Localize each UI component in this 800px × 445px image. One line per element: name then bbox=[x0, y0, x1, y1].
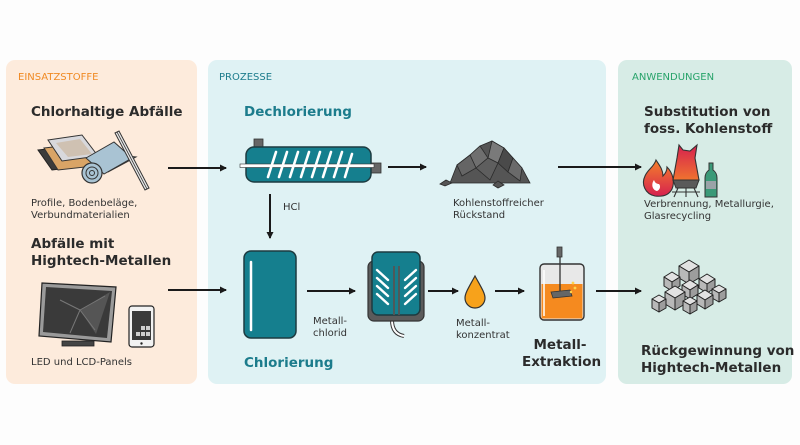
metal-chloride-caption-line2: chlorid bbox=[313, 328, 347, 339]
furnace-icon bbox=[672, 143, 700, 198]
carbon-residue-caption: Kohlenstoffreicher Rückstand bbox=[453, 198, 544, 222]
section-label-inputs: EINSATZSTOFFE bbox=[18, 72, 99, 83]
metal-concentrate-caption-line2: konzentrat bbox=[456, 330, 510, 341]
metal-extraction-title: Metall- Extraktion bbox=[522, 337, 602, 371]
metal-concentrate-caption: Metall- konzentrat bbox=[456, 318, 510, 342]
carbon-substitution-caption: Verbrennung, Metallurgie, Glasrecycling bbox=[644, 199, 774, 223]
chlorination-title: Chlorierung bbox=[244, 355, 334, 371]
hightech-waste-caption: LED und LCD-Panels bbox=[31, 357, 133, 368]
chlorine-waste-title: Chlorhaltige Abfälle bbox=[31, 104, 183, 120]
chlorination-reactor-icon bbox=[243, 250, 297, 339]
carbon-substitution-caption-line1: Verbrennung, Metallurgie, bbox=[644, 199, 774, 210]
separator-filter-icon bbox=[367, 251, 425, 338]
carbon-residue-caption-line1: Kohlenstoffreicher bbox=[453, 198, 544, 209]
arrows bbox=[168, 163, 642, 295]
chlorine-waste-caption-line2: Verbundmaterialien bbox=[31, 210, 130, 221]
metal-extraction-title-line1: Metall- bbox=[533, 337, 587, 353]
metal-concentrate-caption-line1: Metall- bbox=[456, 318, 490, 329]
hcl-label: HCl bbox=[283, 202, 301, 213]
metal-chloride-caption: Metall- chlorid bbox=[313, 316, 347, 340]
chlorine-waste-caption: Profile, Bodenbeläge, Verbundmaterialien bbox=[31, 198, 137, 222]
dechlorination-title: Dechlorierung bbox=[244, 104, 352, 120]
lcd-panels-icon bbox=[38, 282, 155, 348]
metal-extraction-title-line2: Extraktion bbox=[522, 354, 602, 370]
flame-icon bbox=[642, 158, 674, 197]
applications-panel bbox=[618, 60, 792, 384]
extraction-beaker-icon bbox=[539, 246, 585, 321]
carbon-substitution-title-line2: foss. Kohlenstoff bbox=[644, 121, 773, 137]
hightech-waste-title: Abfälle mit Hightech-Metallen bbox=[31, 236, 171, 270]
carbon-substitution-title: Substitution von foss. Kohlenstoff bbox=[644, 104, 772, 138]
section-label-processes: PROZESSE bbox=[219, 72, 273, 83]
carbon-substitution-caption-line2: Glasrecycling bbox=[644, 211, 712, 222]
metal-chloride-caption-line1: Metall- bbox=[313, 316, 347, 327]
metal-concentrate-drop-icon bbox=[464, 274, 486, 309]
metal-cubes-icon bbox=[651, 259, 727, 315]
carbon-substitution-title-line1: Substitution von bbox=[644, 104, 771, 120]
metal-recovery-title-line2: Hightech-Metallen bbox=[641, 360, 782, 376]
chlorine-waste-caption-line1: Profile, Bodenbeläge, bbox=[31, 198, 138, 209]
metal-recovery-title: Rückgewinnung von Hightech-Metallen bbox=[641, 343, 794, 377]
plastic-waste-icon bbox=[37, 130, 150, 191]
screw-reactor-icon bbox=[239, 138, 382, 183]
glass-bottle-icon bbox=[704, 162, 718, 198]
section-label-applications: ANWENDUNGEN bbox=[632, 72, 715, 83]
metal-recovery-title-line1: Rückgewinnung von bbox=[641, 343, 795, 359]
hightech-waste-title-line1: Abfälle mit bbox=[31, 236, 115, 252]
hightech-waste-title-line2: Hightech-Metallen bbox=[31, 253, 172, 269]
carbon-residue-caption-line2: Rückstand bbox=[453, 210, 506, 221]
carbon-residue-icon bbox=[439, 140, 531, 189]
